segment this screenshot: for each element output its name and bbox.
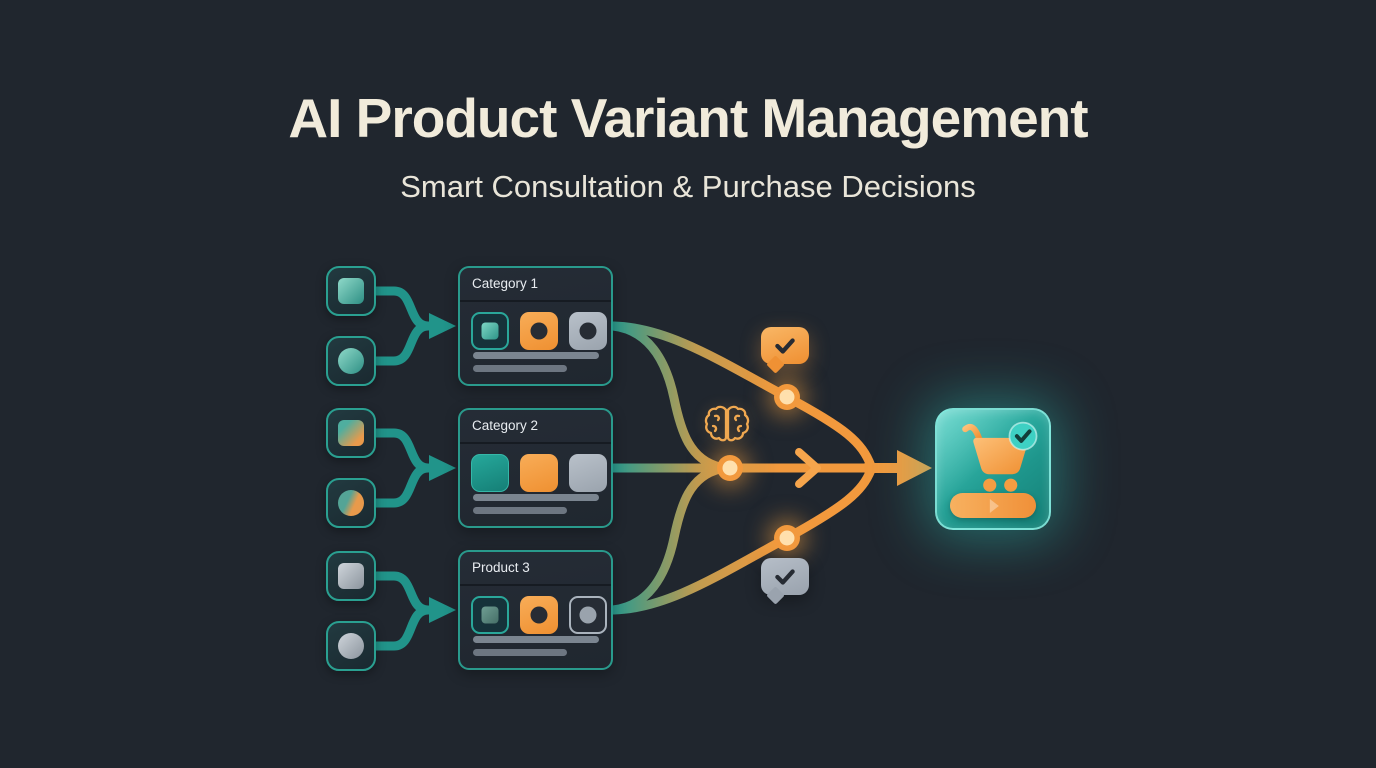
chat-check-bubble-gray-icon [761,558,809,595]
placeholder-bar [473,365,567,372]
check-badge-icon [1008,421,1038,451]
teal-circle-icon [338,348,364,374]
checkout-pill-button [950,493,1036,518]
card-title: Product 3 [472,560,530,575]
card-title: Category 1 [472,276,539,291]
source-tile-3a [326,551,376,601]
teal-orange-square-icon [338,420,364,446]
card-title: Category 2 [472,418,539,433]
decision-node [774,525,800,551]
purchase-result-card [935,408,1051,530]
source-tile-3b [326,621,376,671]
merge-connector-row2 [371,428,433,508]
flow-chevron-icon [795,448,821,488]
merge-connector-row3 [371,571,433,651]
page-title: AI Product Variant Management [288,87,1088,149]
placeholder-bar [473,494,599,501]
source-tile-1a [326,266,376,316]
gray-circle-icon [338,633,364,659]
variant-swatches [471,312,607,350]
product-card-3: Product 3 [458,550,613,670]
category-card-2: Category 2 [458,408,613,528]
brain-icon [704,405,750,442]
merge-arrow-icon [429,597,456,623]
source-tile-1b [326,336,376,386]
merge-arrow-icon [429,455,456,481]
gray-variant-swatch [569,454,607,492]
variant-swatches [471,454,607,492]
orange-variant-swatch [520,596,558,634]
teal-variant-swatch [471,312,509,350]
cart-icon [962,421,1038,492]
flow-arrow-icon [897,450,932,486]
gray-variant-swatch [569,596,607,634]
decision-node [774,384,800,410]
page-subtitle: Smart Consultation & Purchase Decisions [400,169,976,204]
card-divider [460,442,611,444]
orange-variant-swatch [520,312,558,350]
gray-variant-swatch [569,312,607,350]
decision-node [717,455,743,481]
source-tile-2b [326,478,376,528]
card-divider [460,300,611,302]
check-icon [775,568,795,585]
source-tile-2a [326,408,376,458]
check-icon [775,337,795,354]
card-divider [460,584,611,586]
placeholder-bar [473,352,599,359]
teal-variant-swatch [471,596,509,634]
teal-orange-circle-icon [338,490,364,516]
category-card-1: Category 1 [458,266,613,386]
merge-arrow-icon [429,313,456,339]
placeholder-bar [473,636,599,643]
teal-variant-swatch [471,454,509,492]
teal-square-icon [338,278,364,304]
placeholder-bar [473,649,567,656]
variant-swatches [471,596,607,634]
gray-square-icon [338,563,364,589]
placeholder-bar [473,507,567,514]
orange-variant-swatch [520,454,558,492]
merge-connector-row1 [371,286,433,366]
chat-check-bubble-orange-icon [761,327,809,364]
